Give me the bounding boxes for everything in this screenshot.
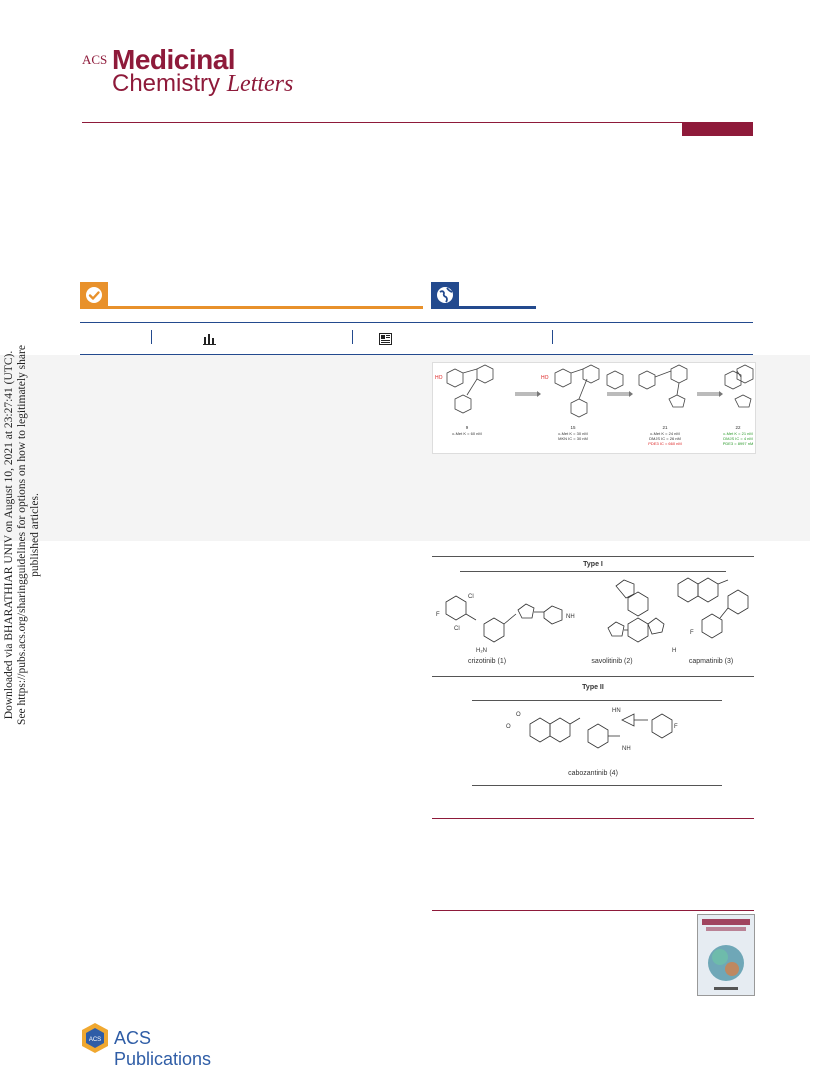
compound-label-cabozantinib: cabozantinib (4) (568, 770, 618, 777)
toc-activity-text: PDE3 = 8997 nM (723, 441, 754, 446)
type-1-structures: Cl F Cl H₂N NH F H (436, 577, 749, 654)
type-2-heading: Type II (582, 684, 604, 691)
toc-compound-label: 22 (735, 425, 741, 430)
metrics-divider (552, 330, 553, 344)
toc-compound-label: 21 (662, 425, 668, 430)
access-badge[interactable] (80, 282, 108, 308)
toc-activity-text: c-Met K = 21 nM (723, 431, 752, 436)
bar-chart-icon[interactable] (203, 332, 217, 350)
svg-text:H₂N: H₂N (476, 648, 487, 654)
journal-logo-line2: Chemistry Letters (112, 70, 293, 98)
figure-caption-rule (432, 818, 754, 819)
toc-activity-text: MKN IC = 30 nM (558, 436, 588, 441)
type-2-rule (472, 700, 722, 701)
svg-text:NH: NH (622, 746, 631, 752)
metrics-divider (352, 330, 353, 344)
svg-text:HN: HN (612, 708, 621, 714)
journal-logo-line1: Medicinal (112, 44, 236, 75)
supporting-info-badge-rule (431, 306, 536, 309)
journal-logo-letters: Letters (226, 71, 294, 97)
type-1-rule (460, 571, 726, 572)
svg-text:F: F (690, 630, 694, 636)
journal-logo-chemistry: Chemistry (112, 70, 227, 97)
check-icon (86, 287, 102, 303)
header-corner-tab (682, 122, 753, 136)
type-1-heading: Type I (583, 561, 603, 568)
toc-compound-label: 9 (466, 425, 469, 430)
toc-activity-text: DMJS IC = 26 nM (649, 436, 681, 441)
journal-logo-acs: ACS (82, 52, 108, 67)
type-2-structure: O O F HN NH (506, 708, 678, 752)
publisher-logo[interactable]: ACS ACS Publications (80, 1022, 250, 1069)
metrics-bar-bottom-rule (80, 354, 753, 355)
svg-text:O: O (506, 724, 511, 730)
supporting-info-badge[interactable] (431, 282, 459, 308)
cover-rule (432, 910, 754, 911)
compound-label-capmatinib: capmatinib (3) (688, 658, 734, 665)
download-notice: Downloaded via BHARATHIAR UNIV on August… (3, 325, 41, 745)
toc-activity-text: DMJS IC = 4 nM (723, 436, 752, 441)
svg-text:H: H (672, 648, 676, 654)
download-notice-line2: See https://pubs.acs.org/sharingguidelin… (16, 345, 41, 725)
toc-activity-text: c-Met K = 60 nM (452, 431, 481, 436)
svg-text:O: O (516, 712, 521, 718)
svg-text:ACS: ACS (89, 1037, 101, 1043)
toc-activity-text: PDE3 IC = 660 nM (648, 441, 681, 446)
download-notice-line1: Downloaded via BHARATHIAR UNIV on August… (3, 350, 15, 720)
figure-bottom-rule (472, 785, 722, 786)
svg-text:HO: HO (541, 375, 549, 381)
svg-text:Cl: Cl (454, 626, 460, 632)
journal-logo[interactable]: ACS Medicinal Chemistry Letters (82, 44, 322, 104)
toc-activity-text: c-Met K = 24 nM (650, 431, 679, 436)
access-badge-rule (80, 306, 423, 309)
header-rule (82, 122, 753, 123)
toc-graphic[interactable]: HO HO (432, 362, 756, 454)
metrics-bar-top-rule (80, 322, 753, 323)
figure-1[interactable]: Type I Cl F Cl (432, 556, 754, 794)
toc-activity-text: c-Met K = 30 nM (558, 431, 587, 436)
acs-hexagon-icon: ACS (82, 1023, 108, 1053)
figure-top-rule (432, 556, 754, 557)
svg-text:F: F (436, 612, 440, 618)
svg-text:HO: HO (435, 375, 443, 381)
article-icon[interactable] (379, 332, 393, 350)
publisher-name: ACS Publications (114, 1028, 212, 1069)
toc-graphic-scheme: HO HO (435, 364, 754, 446)
toc-compound-label: 15 (570, 425, 576, 430)
svg-text:NH: NH (566, 614, 575, 620)
figure-middle-rule (432, 676, 754, 677)
compound-label-savolitinib: savolitinib (2) (591, 658, 633, 665)
svg-text:Cl: Cl (468, 594, 474, 600)
globe-icon (437, 287, 453, 303)
journal-cover-thumbnail[interactable] (697, 914, 755, 996)
svg-text:F: F (674, 724, 678, 730)
compound-label-crizotinib: crizotinib (1) (467, 658, 507, 665)
metrics-divider (151, 330, 152, 344)
